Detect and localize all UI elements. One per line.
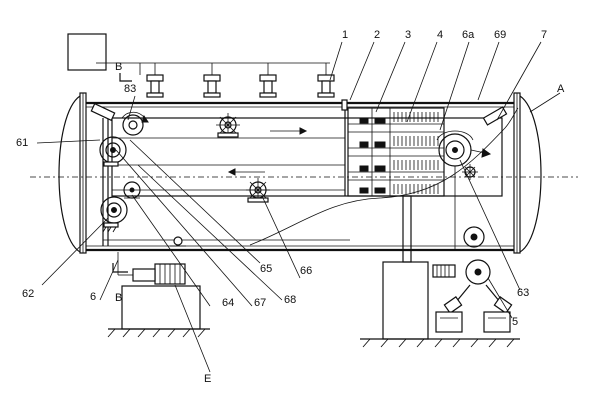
label-68: 68	[284, 294, 296, 306]
label-B-bottom: B	[115, 292, 122, 304]
vessel-left-end-cap	[58, 92, 87, 254]
label-A: A	[557, 83, 565, 95]
sprocket-upper-left	[99, 136, 127, 164]
label-2: 2	[374, 29, 380, 41]
label-83: 83	[124, 83, 136, 95]
left-motor-assembly	[117, 252, 201, 330]
label-66: 66	[300, 265, 312, 277]
label-B-top: B	[115, 61, 122, 73]
label-65: 65	[260, 263, 272, 275]
gear-top-center	[216, 113, 240, 138]
nozzle-4	[317, 74, 335, 98]
part-labels: 1 2 3 4 6a 69 7 A B 83 61 62 6 B 64 65 6…	[16, 29, 565, 385]
sprocket-top-left-small	[121, 111, 149, 136]
control-box	[67, 33, 107, 71]
conveyor-frame	[102, 117, 503, 246]
leader-lines	[36, 41, 561, 373]
partition-plate	[341, 99, 348, 196]
product-blocks	[359, 117, 386, 194]
label-61: 61	[16, 137, 28, 149]
vessel-right-end-cap	[513, 92, 542, 254]
label-63: 63	[517, 287, 529, 299]
right-support-column	[360, 195, 520, 348]
tray-stack	[347, 107, 445, 197]
left-wheel-supports	[102, 161, 119, 233]
label-69: 69	[494, 29, 506, 41]
top-nozzles	[96, 62, 335, 98]
sprocket-right	[436, 130, 492, 167]
inlet-pipe-left	[90, 102, 116, 122]
fluid-boundary-curve	[249, 107, 519, 246]
label-1: 1	[342, 29, 348, 41]
label-62: 62	[22, 288, 34, 300]
label-7: 7	[541, 29, 547, 41]
sprocket-lower-left	[100, 196, 128, 224]
idler-wheel-mid-left	[123, 181, 141, 199]
label-3: 3	[405, 29, 411, 41]
right-drive-assembly	[432, 166, 513, 333]
label-E: E	[204, 373, 211, 385]
label-6: 6	[90, 291, 96, 303]
nozzle-3	[259, 74, 277, 98]
nozzle-1	[146, 74, 164, 98]
label-5: 5	[512, 316, 518, 328]
nozzle-2	[203, 74, 221, 98]
label-4: 4	[437, 29, 443, 41]
bottom-roller	[170, 236, 186, 247]
section-marker-top	[119, 73, 132, 82]
vessel-body	[30, 101, 578, 252]
label-64: 64	[222, 297, 234, 309]
gear-mid-center	[246, 178, 270, 203]
label-67: 67	[254, 297, 266, 309]
label-6a: 6a	[462, 29, 475, 41]
section-marker-bottom	[112, 263, 128, 273]
